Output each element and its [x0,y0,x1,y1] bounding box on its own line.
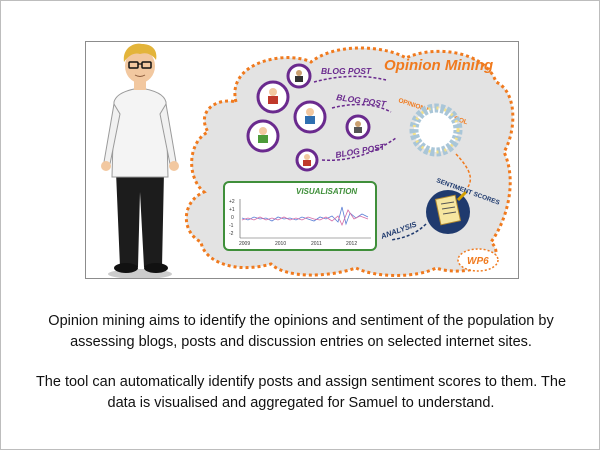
visualisation-y-ticks: +2 +1 0 -1 -2 [229,199,235,237]
y-tick-plus1: +1 [229,207,235,213]
caption-paragraph-1: Opinion mining aims to identify the opin… [21,311,581,353]
blog-post-label-1: BLOG POST [321,66,372,76]
wp6-badge-text: WP6 [467,256,489,267]
sentiment-scores-disc [426,190,470,234]
visualisation-x-ticks: 2009 2010 2011 2012 [239,241,357,247]
visualisation-panel: VISUALISATION +2 +1 0 -1 -2 2009 2010 20… [223,181,377,251]
sentiment-series-blue [241,206,369,226]
mining-tool-ring [409,103,472,188]
wp6-badge: WP6 [457,248,499,272]
illustration-title: Opinion Mining [384,57,493,74]
opinion-mining-illustration: BLOG POST BLOG POST BLOG POST Opinion Mi… [85,41,519,279]
x-tick-2010: 2010 [275,241,286,247]
x-tick-2012: 2012 [346,241,357,247]
visualisation-label: VISUALISATION [296,187,357,196]
sentiment-series-pink [241,209,369,227]
caption-paragraph-2: The tool can automatically identify post… [21,372,581,414]
x-tick-2009: 2009 [239,241,250,247]
caption-line-3: The tool can automatically identify post… [35,374,567,390]
caption-line-1: Opinion mining aims to identify the opin… [48,313,554,329]
samuel-character [101,43,179,278]
caption-line-4: data is visualised and aggregated for Sa… [107,395,495,411]
y-tick-minus1: -1 [229,223,234,229]
x-tick-2011: 2011 [311,241,322,247]
y-tick-plus2: +2 [229,199,235,205]
illustration-canvas: BLOG POST BLOG POST BLOG POST Opinion Mi… [101,43,515,278]
caption-line-2: assessing blogs, posts and discussion en… [70,334,532,350]
y-tick-0: 0 [231,215,234,221]
y-tick-minus2: -2 [229,231,234,237]
blogger-circles [246,63,371,172]
